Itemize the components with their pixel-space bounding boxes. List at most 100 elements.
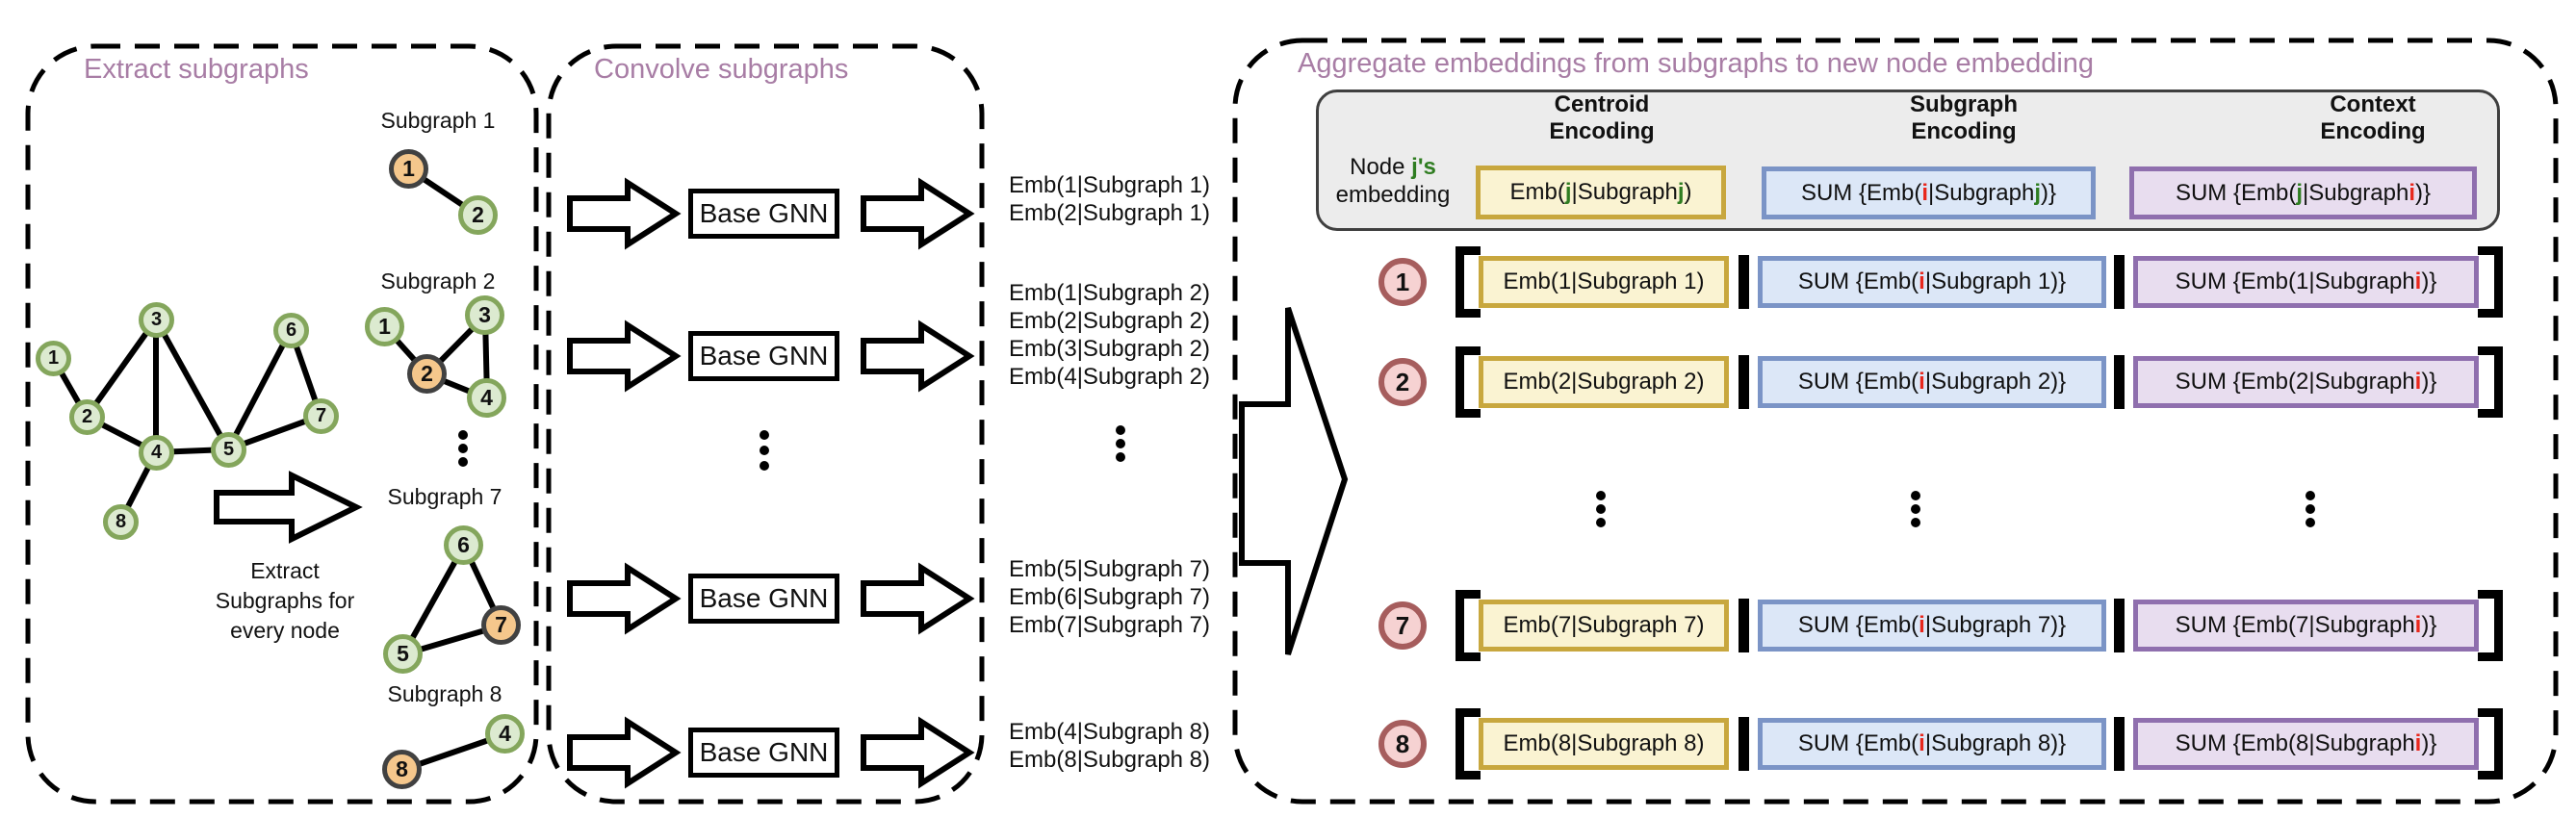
base-gnn-box-1: Base GNN (688, 189, 839, 239)
row3-in-arrow-icon (567, 562, 682, 635)
subgraph-8-label: Subgraph 8 (387, 681, 502, 706)
graph-node-6: 6 (273, 313, 309, 348)
subgraph-edges (382, 166, 506, 773)
graph-node-8: 8 (103, 504, 139, 540)
subgraph-2-node-2: 2 (407, 354, 447, 394)
subgraph-7-node-5: 5 (383, 634, 423, 674)
row4-subgraph-box: SUM {Emb(i|Subgraph 8)} (1758, 718, 2106, 770)
column-header-line: Encoding (1549, 118, 1655, 144)
subgraph-1-label: Subgraph 1 (380, 108, 496, 133)
column-header-line: Encoding (1911, 118, 2017, 144)
node-j-embedding-label: Node j's embedding (1301, 153, 1484, 209)
open-bracket-icon (1455, 708, 1481, 780)
embedding-list-subgraph-2: Emb(1|Subgraph 2) Emb(2|Subgraph 2) Emb(… (1009, 279, 1210, 391)
column-header-line: Centroid (1554, 91, 1650, 117)
row4-context-box: SUM {Emb(8|Subgraph i)} (2133, 718, 2479, 770)
extract-caption-line-3: every node (230, 618, 340, 643)
aggregate-big-arrow-icon (1239, 307, 1349, 655)
aggregate-row-node-circle-1: 1 (1378, 258, 1427, 306)
row4-centroid-box: Emb(8|Subgraph 8) (1479, 718, 1729, 770)
subgraph-7-node-6: 6 (444, 525, 483, 565)
aggregate-row-node-circle-2: 2 (1378, 358, 1427, 406)
separator-bar (2114, 355, 2125, 409)
base-gnn-box-2: Base GNN (688, 331, 839, 381)
separator-bar (2114, 599, 2125, 652)
embedding-item: Emb(2|Subgraph 1) (1009, 200, 1211, 226)
row4-in-arrow-icon (567, 716, 682, 789)
close-bracket-icon (2478, 346, 2503, 418)
graph-node-3: 3 (139, 302, 174, 338)
header-context-encoding-box: SUM {Emb(j|Subgraph i)} (2129, 166, 2477, 219)
column-header-line: Encoding (2320, 118, 2426, 144)
base-gnn-box-3: Base GNN (688, 574, 839, 624)
embedding-item: Emb(1|Subgraph 2) (1009, 280, 1211, 306)
row2-centroid-box: Emb(2|Subgraph 2) (1479, 356, 1729, 408)
aggregate-panel-border (1232, 38, 2559, 805)
separator-bar (2114, 255, 2125, 309)
embedding-item: Emb(6|Subgraph 7) (1009, 584, 1211, 610)
row2-in-arrow-icon (567, 320, 682, 393)
aggregate-row-node-circle-8: 8 (1378, 720, 1427, 768)
separator-bar (1739, 717, 1749, 771)
subgraph-2-node-3: 3 (465, 295, 504, 335)
column-header-subgraph: Subgraph Encoding (1819, 91, 2108, 145)
extract-caption: Extract Subgraphs for every node (189, 556, 381, 646)
subgraph-2-node-1: 1 (365, 307, 404, 346)
graph-node-4: 4 (139, 435, 174, 471)
header-subgraph-encoding-box: SUM {Emb(i|Subgraph j)} (1762, 166, 2096, 219)
column-header-context: Context Encoding (2228, 91, 2517, 145)
row1-subgraph-box: SUM {Emb(i|Subgraph 1)} (1758, 256, 2106, 308)
row3-context-box: SUM {Emb(7|Subgraph i)} (2133, 600, 2479, 652)
subgraph-1-node-1: 1 (389, 149, 428, 189)
convolve-panel-title: Convolve subgraphs (594, 54, 849, 85)
embedding-item: Emb(7|Subgraph 7) (1009, 612, 1211, 638)
extract-panel-title: Extract subgraphs (84, 54, 309, 85)
subgraph-1-node-2: 2 (458, 195, 498, 235)
node-j-label-line: embedding (1335, 182, 1451, 208)
embedding-item: Emb(5|Subgraph 7) (1009, 556, 1211, 582)
subgraph-7-label: Subgraph 7 (387, 484, 502, 509)
row1-centroid-box: Emb(1|Subgraph 1) (1479, 256, 1729, 308)
open-bracket-icon (1455, 346, 1481, 418)
embedding-item: Emb(8|Subgraph 8) (1009, 747, 1211, 773)
ellipsis-dots (458, 425, 2315, 527)
row2-subgraph-box: SUM {Emb(i|Subgraph 2)} (1758, 356, 2106, 408)
row3-centroid-box: Emb(7|Subgraph 7) (1479, 600, 1729, 652)
graph-node-5: 5 (211, 432, 246, 468)
separator-bar (1739, 355, 1749, 409)
extract-panel-border (25, 43, 539, 805)
node-j-label-line: Node j's (1350, 154, 1436, 180)
extract-caption-line-2: Subgraphs for (215, 588, 355, 613)
row2-out-arrow-icon (861, 320, 975, 393)
open-bracket-icon (1455, 246, 1481, 318)
row2-context-box: SUM {Emb(2|Subgraph i)} (2133, 356, 2479, 408)
embedding-item: Emb(3|Subgraph 2) (1009, 336, 1211, 362)
row3-subgraph-box: SUM {Emb(i|Subgraph 7)} (1758, 600, 2106, 652)
header-centroid-encoding-box: Emb(j|Subgraph j) (1476, 166, 1726, 219)
subgraph-8-node-8: 8 (382, 750, 422, 789)
row1-in-arrow-icon (567, 177, 682, 250)
column-header-line: Context (2330, 91, 2416, 117)
convolve-panel-border (546, 43, 985, 805)
extract-caption-line-1: Extract (250, 558, 320, 583)
embedding-list-subgraph-7: Emb(5|Subgraph 7) Emb(6|Subgraph 7) Emb(… (1009, 555, 1210, 639)
open-bracket-icon (1455, 590, 1481, 661)
graph-node-1: 1 (36, 341, 71, 376)
embedding-list-subgraph-8: Emb(4|Subgraph 8) Emb(8|Subgraph 8) (1009, 718, 1210, 774)
aggregate-panel-title: Aggregate embeddings from subgraphs to n… (1298, 48, 2095, 79)
graph-node-2: 2 (69, 399, 105, 435)
subgraph-7-node-7: 7 (481, 605, 521, 645)
embedding-item: Emb(4|Subgraph 8) (1009, 719, 1211, 745)
close-bracket-icon (2478, 708, 2503, 780)
embedding-item: Emb(4|Subgraph 2) (1009, 364, 1211, 390)
row4-out-arrow-icon (861, 716, 975, 789)
aggregate-row-node-circle-7: 7 (1378, 601, 1427, 650)
subgraph-8-node-4: 4 (485, 714, 525, 754)
extract-arrow-icon (214, 471, 363, 544)
embedding-item: Emb(1|Subgraph 1) (1009, 172, 1211, 198)
column-header-centroid: Centroid Encoding (1457, 91, 1746, 145)
embedding-item: Emb(2|Subgraph 2) (1009, 308, 1211, 334)
separator-bar (1739, 255, 1749, 309)
separator-bar (2114, 717, 2125, 771)
